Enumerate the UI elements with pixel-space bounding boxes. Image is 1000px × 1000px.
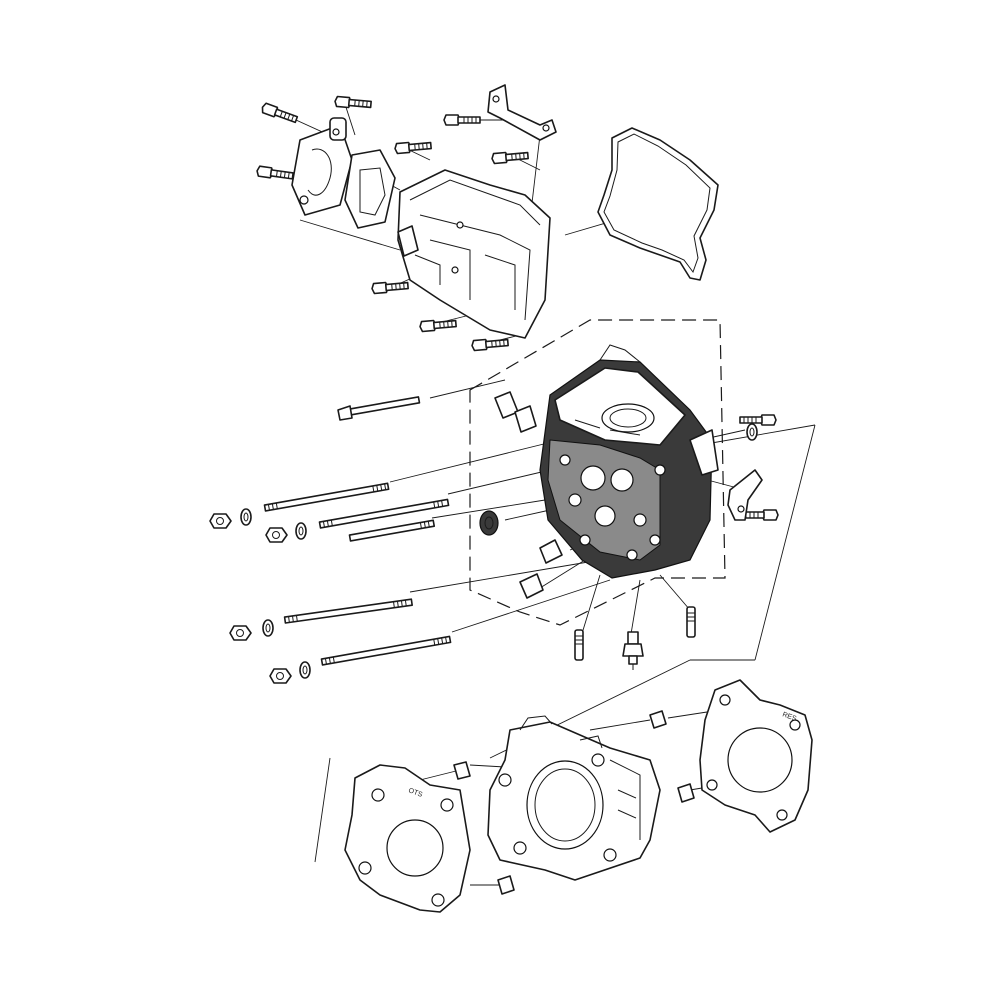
- head-gasket-icon: RES: [699, 679, 813, 833]
- cylinder-head-icon: [539, 344, 719, 579]
- thermostat-housing-icon: [291, 117, 353, 216]
- spark-plug-icon: [622, 631, 644, 670]
- valve-cover-assembly: [255, 84, 779, 521]
- thermostat-gasket-icon: [344, 149, 396, 229]
- gasket-marking: RES: [781, 711, 797, 723]
- base-gasket-icon: OTS: [344, 764, 471, 913]
- valve-stem-seal-icon: [479, 391, 563, 599]
- cylinder-block-assembly: OTS RES: [314, 679, 813, 913]
- cylinder-head-assembly: [209, 319, 816, 759]
- valve-cover-icon: [397, 169, 551, 339]
- valve-cover-gasket-icon: [597, 127, 719, 281]
- cylinder-block-icon: [487, 715, 661, 881]
- mounting-bracket-icon: [487, 84, 557, 141]
- long-stud-icon: [263, 396, 452, 666]
- gasket-marking: OTS: [407, 787, 423, 799]
- dowel-pin-icon: [574, 606, 696, 661]
- mounting-bracket-icon: [727, 469, 763, 521]
- dowel-pin-icon: [453, 710, 695, 895]
- nut-icon: [209, 513, 292, 684]
